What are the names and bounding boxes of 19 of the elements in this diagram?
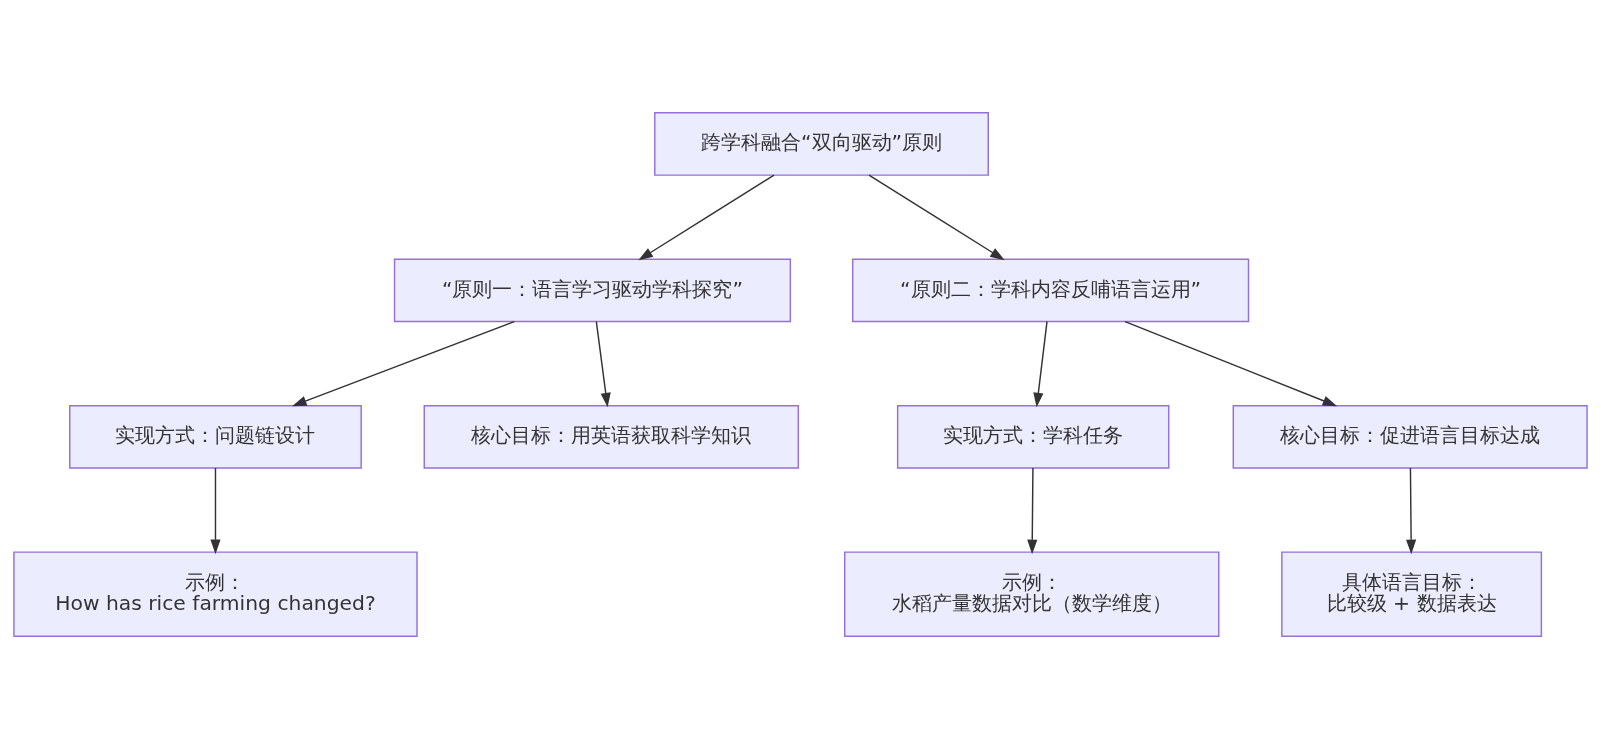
- node-box: “原则一：语言学习驱动学科探究”: [393, 258, 792, 323]
- node-box: “原则二：学科内容反哺语言运用”: [851, 258, 1250, 323]
- arrow: [1027, 467, 1038, 555]
- arrow: [1124, 320, 1338, 407]
- node-box: 核心目标：用英语获取科学知识: [423, 404, 800, 469]
- node-box: 示例： How has rice farming changed?: [13, 551, 418, 637]
- arrow: [638, 174, 775, 261]
- node-box: 核心目标：促进语言目标达成: [1232, 404, 1588, 469]
- arrow: [1033, 320, 1048, 408]
- arrow: [292, 320, 516, 407]
- arrow: [1406, 467, 1417, 555]
- node-box: 实现方式：问题链设计: [69, 404, 362, 469]
- node-box: 具体语言目标： 比较级 + 数据表达: [1281, 551, 1543, 637]
- arrow: [868, 174, 1005, 261]
- node-box: 实现方式：学科任务: [896, 404, 1170, 469]
- arrow: [595, 320, 611, 408]
- node-box: 跨学科融合“双向驱动”原则: [654, 112, 989, 176]
- arrow: [210, 467, 221, 555]
- node-box: 示例： 水稻产量数据对比（数学维度）: [844, 551, 1220, 637]
